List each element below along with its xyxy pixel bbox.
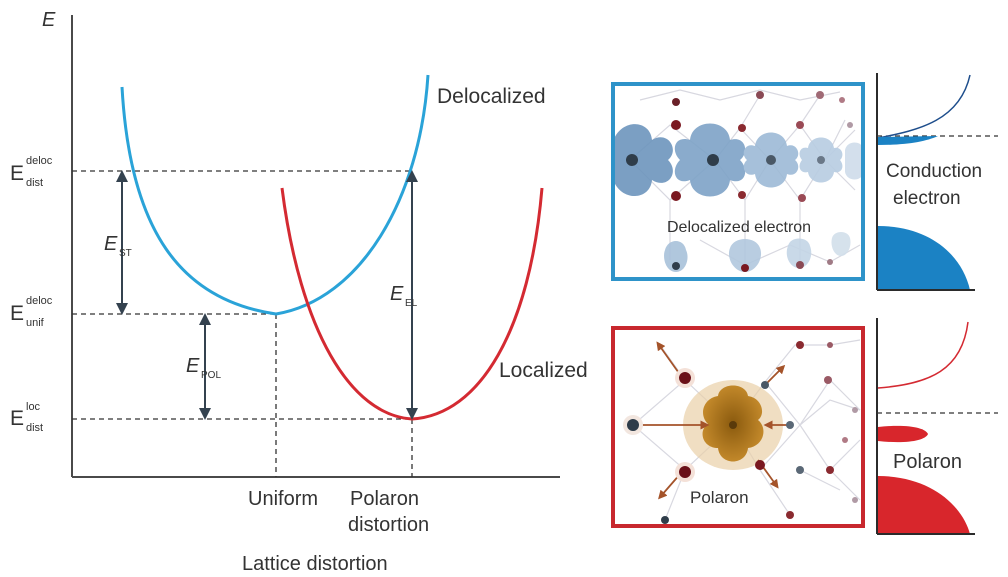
polaron-side-label: Polaron [893,451,962,473]
label-e-st: E ST [104,233,132,259]
energy-plot: E Delocalized Localized E deloc dist E d… [10,9,588,575]
delocalized-inset: Delocalized electron [611,82,865,281]
reference-lines [72,170,413,477]
tick-uniform: Uniform [248,488,318,510]
label-e-dist-deloc: E deloc dist [10,155,53,189]
svg-text:loc: loc [26,401,41,413]
delocalized-label: Delocalized [437,85,546,108]
polaron-inset-label: Polaron [690,488,749,507]
label-e-unif-deloc: E deloc unif [10,295,53,329]
svg-text:E: E [186,355,200,377]
valence-band-fill [878,226,970,290]
conduction-occupied-fill [878,136,938,145]
polaron-inset: Polaron [611,326,865,528]
svg-text:E: E [10,302,24,325]
label-e-dist-loc: E loc dist [10,401,43,434]
polaron-inset-frame [611,326,865,528]
tick-distortion: distortion [348,514,429,536]
svg-text:E: E [104,233,118,255]
svg-text:unif: unif [26,317,45,329]
polaron-conduction-curve [877,321,969,389]
localized-label: Localized [499,359,588,382]
polaron-atoms [623,341,858,524]
tick-polaron: Polaron [350,488,419,510]
conduction-label: Conduction [886,161,982,182]
polaron-state-fill [878,425,928,443]
svg-text:dist: dist [26,422,43,434]
lattice-atoms [626,91,853,272]
x-axis-label: Lattice distortion [242,553,388,575]
svg-text:dist: dist [26,177,43,189]
delocalized-electron-label: Delocalized electron [667,219,811,236]
label-e-pol: E POL [186,355,221,381]
svg-text:E: E [390,283,404,305]
electron-label: electron [893,188,961,209]
conduction-dos-panel: Conduction electron [876,73,998,291]
svg-text:deloc: deloc [26,155,53,167]
svg-text:deloc: deloc [26,295,53,307]
polaron-valence-fill [878,476,970,534]
svg-text:E: E [10,407,24,430]
polaron-dos-panel: Polaron [876,318,998,535]
conduction-band-curve [877,74,971,139]
svg-text:E: E [10,162,24,185]
y-axis-label: E [42,9,56,31]
svg-text:POL: POL [201,370,221,381]
svg-text:EL: EL [405,298,418,309]
label-e-el: E EL [390,283,418,309]
polaron-cloud [683,380,783,470]
delocalized-inset-frame [611,82,865,281]
delocalized-curve [120,74,430,316]
svg-text:ST: ST [119,248,132,259]
